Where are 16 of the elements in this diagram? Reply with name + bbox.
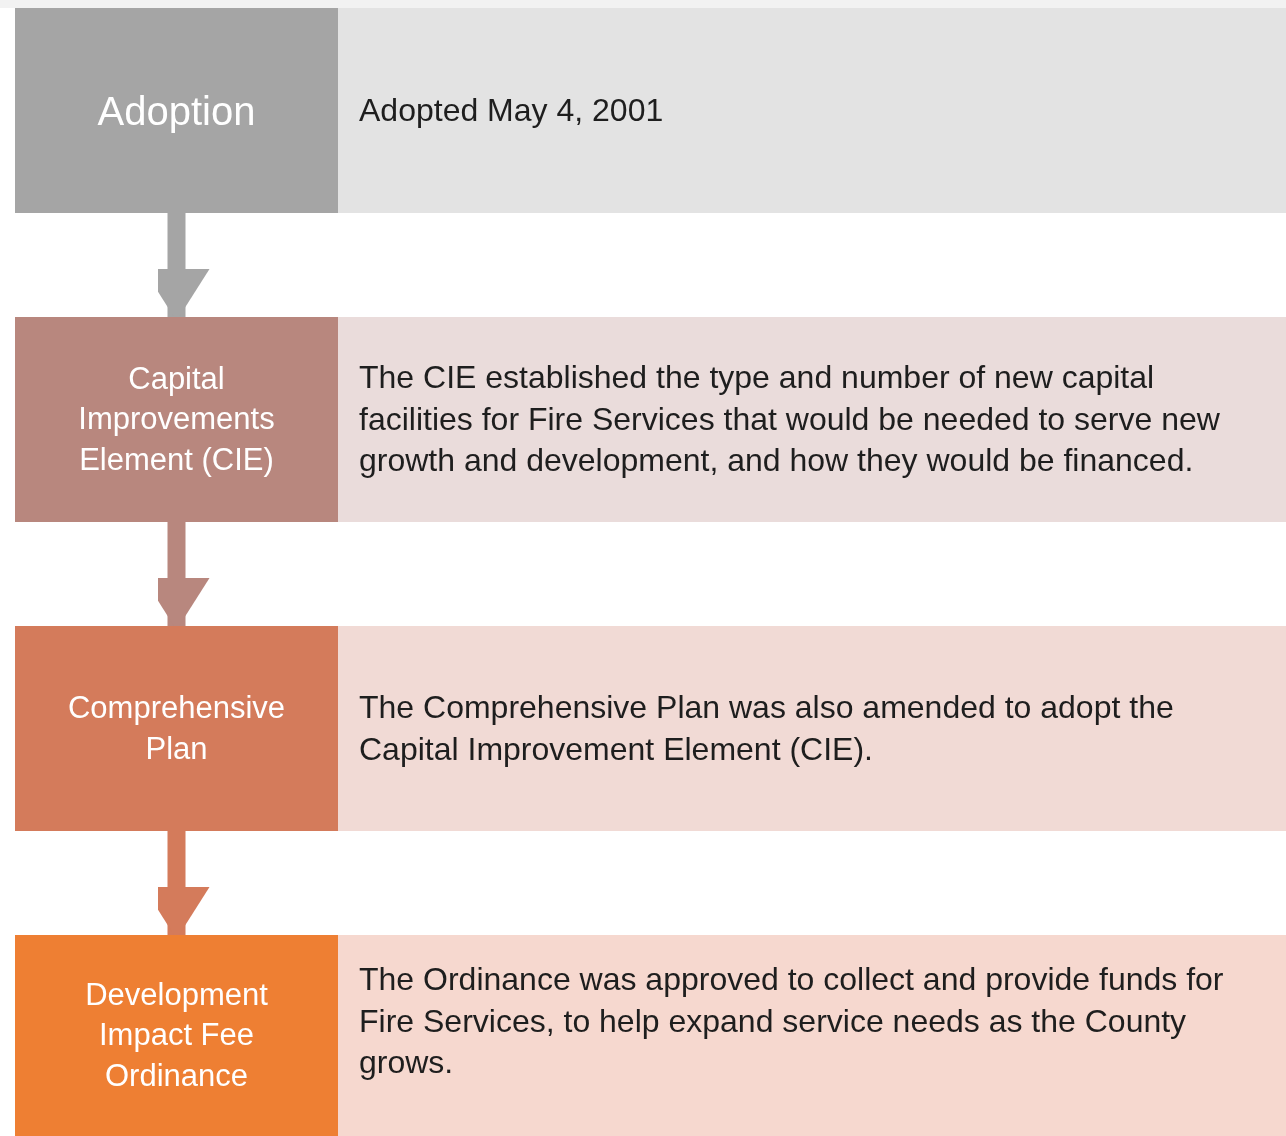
- description-text: The Ordinance was approved to collect and provide funds for Fire Services, to help expand service needs as the County grows.: [359, 960, 1225, 1083]
- description-panel: [338, 935, 1286, 1136]
- step-box: [15, 317, 338, 522]
- description-panel: [338, 317, 1286, 522]
- step-title: Capital Improvements Element (CIE): [77, 360, 276, 479]
- description-text: The CIE established the type and number of new capital facilities for Fire Services that would be needed to serve new growth and development, and how they would be financed.: [359, 358, 1221, 481]
- step-title: Comprehensive Plan: [66, 689, 287, 768]
- description-text: Adopted May 4, 2001: [359, 90, 664, 130]
- description-text: The Comprehensive Plan was also amended to adopt the Capital Improvement Element (CIE).: [359, 687, 1175, 769]
- step-title: Development Impact Fee Ordinance: [84, 976, 269, 1095]
- step-box: [15, 935, 338, 1136]
- description-panel: [338, 626, 1286, 831]
- step-title: Adoption: [97, 87, 256, 135]
- step-box: [15, 626, 338, 831]
- step-box: [15, 8, 338, 213]
- description-panel: [338, 8, 1286, 213]
